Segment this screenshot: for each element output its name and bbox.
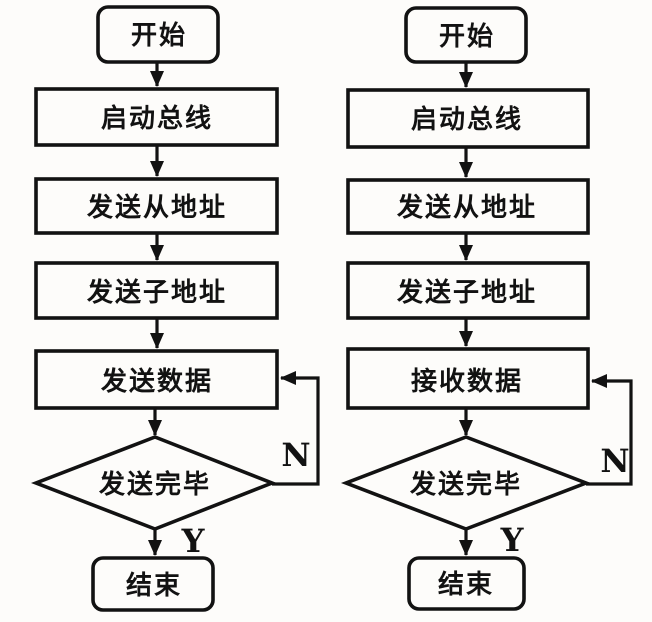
left-no-label: N xyxy=(281,436,310,474)
left-end-label: 结束 xyxy=(126,570,182,600)
right-flowchart: 开始 启动总线 发送从地址 发送子地址 接收数据 发送完毕 N Y 结束 xyxy=(340,6,633,611)
left-end-node xyxy=(91,556,215,612)
right-no-label: N xyxy=(600,442,629,480)
right-step3-node xyxy=(346,261,590,320)
right-step1-label: 启动总线 xyxy=(411,104,523,134)
right-step3-label: 发送子地址 xyxy=(396,277,537,307)
right-decision-label: 发送完毕 xyxy=(409,469,522,499)
right-end-label: 结束 xyxy=(438,569,494,599)
left-start-label: 开始 xyxy=(131,20,187,50)
right-step4-label: 接收数据 xyxy=(411,366,523,396)
right-start-label: 开始 xyxy=(439,21,495,51)
left-flowchart: 开始 启动总线 发送从地址 发送子地址 发送数据 发送完毕 N Y 结束 xyxy=(31,5,320,612)
right-step4-node xyxy=(346,347,590,410)
left-yes-label: Y xyxy=(181,522,206,560)
right-step2-label: 发送从地址 xyxy=(396,192,537,222)
left-step3-label: 发送子地址 xyxy=(86,277,227,307)
left-step2-label: 发送从地址 xyxy=(86,192,227,222)
left-loop-no-path xyxy=(272,371,320,486)
left-decision-label: 发送完毕 xyxy=(98,469,211,499)
right-step1-node xyxy=(346,88,590,149)
right-loop-no-path xyxy=(586,374,633,486)
left-step1-label: 启动总线 xyxy=(101,103,213,133)
right-step2-node xyxy=(346,178,590,235)
right-yes-label: Y xyxy=(500,521,525,559)
right-end-node xyxy=(407,556,526,611)
left-step4-label: 发送数据 xyxy=(100,366,213,396)
